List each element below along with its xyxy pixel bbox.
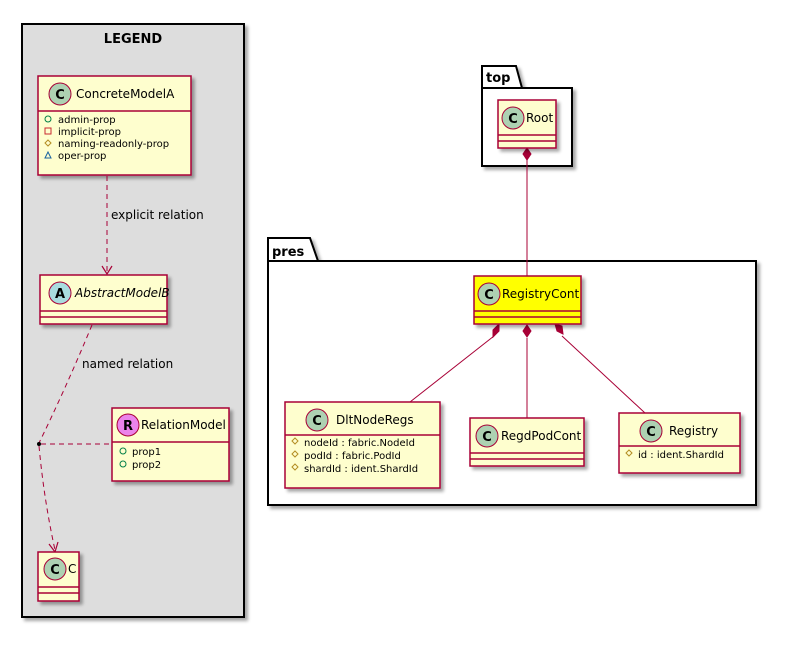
field-row: shardId : ident.ShardId (291, 463, 418, 475)
named-relation-target-line (38, 445, 56, 551)
composition-diamond-icon (522, 324, 532, 338)
field-name: id : ident.ShardId (638, 450, 724, 461)
prop-row: admin-prop (44, 115, 116, 126)
class-badge-letter: C (55, 88, 65, 103)
class-badge-letter: C (484, 288, 494, 303)
composition-diamond-icon (522, 147, 532, 161)
abstract-badge-icon (48, 281, 72, 305)
class-name: Registry (669, 424, 718, 438)
arrow-head-icon (101, 265, 113, 276)
class-badge-icon (501, 106, 525, 130)
protected-icon (291, 463, 299, 471)
class-badge-letter: R (123, 419, 133, 434)
prop-name: oper-prop (58, 151, 106, 162)
protected-icon (44, 139, 52, 147)
class-badge-icon (477, 282, 501, 306)
prop-row: oper-prop (44, 150, 106, 162)
field-row: nodeId : fabric.NodeId (291, 437, 415, 449)
junction-dot (37, 442, 41, 446)
relation-badge-icon (116, 413, 140, 437)
class-badge-letter: C (50, 563, 60, 578)
class-badge-icon (48, 82, 72, 106)
field-name: podId : fabric.PodId (304, 451, 401, 462)
composition-diamond-icon (492, 322, 500, 339)
class-badge-icon (305, 408, 329, 432)
class-badge-letter: C (508, 112, 518, 127)
private-icon (44, 127, 52, 135)
legend-title: LEGEND (104, 32, 163, 47)
public-icon (119, 460, 127, 468)
prop-name: prop2 (132, 460, 161, 471)
package-label: top (486, 71, 510, 86)
class-dltnoderegs[interactable]: C DltNodeRegs nodeId : fabric.NodeId pod… (284, 401, 441, 489)
legend-panel: LEGEND C ConcreteModelA admin-prop impli… (21, 23, 245, 618)
prop-name: prop1 (132, 447, 161, 458)
registrycont-dltnoderegs-link (409, 335, 495, 403)
class-badge-letter: C (646, 425, 656, 440)
legend-abstract-class[interactable]: A AbstractModelB (39, 274, 170, 325)
prop-row: implicit-prop (44, 127, 121, 138)
class-badge-letter: C (482, 430, 492, 445)
protected-icon (291, 450, 299, 458)
named-relation-line (38, 324, 93, 444)
legend-relation-model[interactable]: R RelationModel prop1 prop2 (111, 407, 230, 482)
class-badge-icon (475, 424, 499, 448)
field-name: shardId : ident.ShardId (304, 464, 418, 475)
prop-name: implicit-prop (58, 127, 121, 138)
prop-row: prop1 (119, 447, 161, 458)
class-name: RegdPodCont (501, 429, 582, 443)
class-badge-letter: C (312, 414, 322, 429)
class-name: RelationModel (141, 418, 226, 432)
registrycont-registry-link (561, 335, 646, 414)
class-root[interactable]: C Root (497, 99, 557, 149)
class-registrycont[interactable]: C RegistryCont (473, 275, 582, 325)
field-row: podId : fabric.PodId (291, 450, 401, 462)
composition-diamond-icon (554, 323, 564, 335)
class-name: ConcreteModelA (76, 87, 175, 101)
class-badge-icon (639, 419, 663, 443)
class-name: Root (526, 111, 553, 125)
class-name: C (68, 562, 76, 576)
package-label: pres (272, 245, 305, 260)
package-icon (44, 150, 52, 159)
class-badge-letter: A (55, 287, 65, 302)
class-name: DltNodeRegs (336, 413, 414, 427)
public-icon (44, 115, 52, 123)
prop-row: naming-readonly-prop (44, 139, 169, 150)
field-row: id : ident.ShardId (625, 449, 724, 461)
prop-row: prop2 (119, 460, 161, 471)
class-regdpodcont[interactable]: C RegdPodCont (469, 417, 585, 467)
class-name: RegistryCont (502, 287, 579, 301)
protected-icon (625, 449, 633, 457)
protected-icon (291, 437, 299, 445)
field-name: nodeId : fabric.NodeId (304, 438, 415, 449)
legend-c-class[interactable]: C C (37, 551, 80, 602)
explicit-relation-label: explicit relation (111, 208, 204, 222)
class-badge-icon (43, 557, 67, 581)
legend-concrete-class[interactable]: C ConcreteModelA admin-prop implicit-pro… (37, 75, 192, 176)
class-registry[interactable]: C Registry id : ident.ShardId (618, 412, 741, 474)
class-name: AbstractModelB (74, 286, 170, 300)
prop-name: naming-readonly-prop (58, 139, 169, 150)
prop-name: admin-prop (58, 115, 116, 126)
named-relation-label: named relation (82, 357, 173, 371)
public-icon (119, 447, 127, 455)
